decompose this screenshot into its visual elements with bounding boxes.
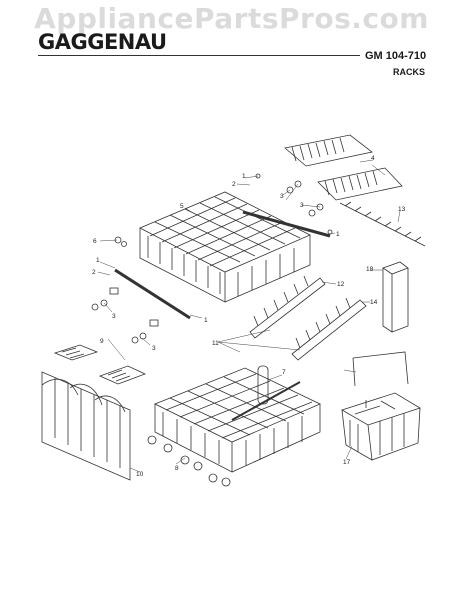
callout-1: 1	[242, 173, 246, 180]
callout-12: 12	[337, 281, 345, 288]
callout-8: 8	[175, 465, 179, 472]
callout-labels: 1 2 3 4 5 6 1 2 3 3 1 1 13 3 9 11 12 14 …	[92, 155, 406, 478]
header-rule	[38, 55, 360, 56]
callout-5: 5	[180, 203, 184, 210]
callout-13: 14	[370, 299, 378, 306]
callout-7: 7	[282, 369, 286, 376]
upper-rack-part[interactable]	[139, 191, 311, 303]
callout-11: 11	[212, 340, 219, 347]
callout-17: 18	[366, 266, 374, 273]
callout-1d: 1	[336, 231, 340, 238]
fold-down-shelf-part[interactable]	[249, 275, 367, 361]
callout-3c: 3	[152, 345, 156, 352]
callout-16: 17	[343, 459, 351, 466]
callout-3b: 3	[112, 313, 116, 320]
callout-10: 10	[136, 471, 144, 478]
callout-4: 4	[371, 155, 375, 162]
basket-handle-part[interactable]	[352, 351, 409, 387]
brand-logo: GAGGENAU	[38, 30, 167, 54]
fitting-hardware-part[interactable]	[91, 173, 333, 344]
callout-9: 9	[100, 338, 104, 345]
cup-shelf-part[interactable]	[53, 344, 147, 385]
model-number: GM 104-710	[365, 50, 427, 62]
section-title: RACKS	[393, 67, 426, 77]
fold-down-tines-part[interactable]	[41, 371, 131, 481]
callout-1b: 1	[96, 257, 100, 264]
callout-1c: 1	[204, 317, 208, 324]
leader-lines	[97, 159, 401, 473]
rack-rail-part[interactable]	[114, 210, 331, 320]
rack-wheel-part[interactable]	[147, 435, 231, 487]
callout-6: 6	[93, 238, 97, 245]
lower-rack-part[interactable]	[154, 365, 321, 473]
cutlery-box-part[interactable]	[382, 261, 409, 333]
tine-strip-part[interactable]	[339, 201, 426, 247]
callout-14: 13	[398, 206, 406, 213]
callout-3: 3	[280, 193, 284, 200]
callout-3d: 3	[300, 202, 304, 209]
watermark: AppliancePartsPros.com	[34, 2, 429, 35]
callout-2b: 2	[92, 269, 96, 276]
callout-2: 2	[232, 181, 236, 188]
cutlery-basket-part[interactable]	[341, 392, 421, 461]
cutlery-tine-strip-part[interactable]	[284, 134, 403, 201]
